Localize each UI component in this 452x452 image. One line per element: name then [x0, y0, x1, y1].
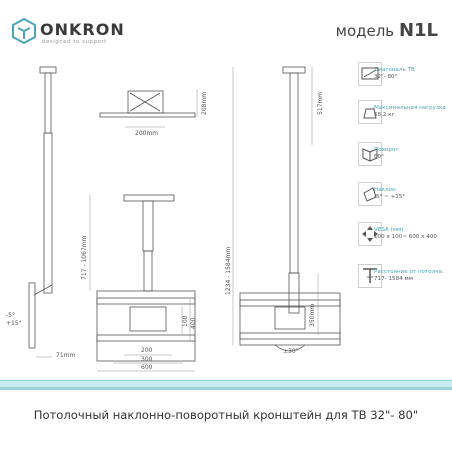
dim-top-depth: 208mm [201, 92, 208, 115]
product-caption: Потолочный наклонно-поворотный кронштейн… [33, 408, 419, 422]
dim-vesa-600: 600 [141, 364, 153, 371]
dim-tilt-minus: -5° [6, 312, 15, 319]
spec-title: Поворот [374, 147, 399, 153]
dim-side-350: 350mm [309, 304, 316, 327]
spec-title: Наклон [374, 187, 396, 193]
dim-drop-large: 1234 - 1584mm [225, 247, 232, 295]
dim-side-depth: 517mm [317, 92, 324, 115]
swivel-icon [358, 142, 382, 166]
technical-drawing: 200mm 208mm 517mm -5° +15° 717 - 1067mm … [6, 66, 341, 372]
spec-tilt: Наклон-5° ~ +15° [356, 182, 452, 222]
center-ceiling-plate [123, 194, 175, 202]
tv-diagonal-icon [358, 62, 382, 86]
left-ceiling-plate [39, 66, 57, 74]
spec-title: Расстояние от потолка, [374, 269, 444, 275]
tilt-icon [358, 182, 382, 206]
spec-value: -5° ~ +15° [374, 194, 406, 200]
dim-rotation: ±30° [283, 348, 299, 355]
brand-name: ONKRON [40, 20, 125, 39]
spec-value: 60° [374, 154, 384, 160]
brand-logo: ONKRON designed to support [12, 18, 152, 50]
brand-tagline: designed to support [42, 39, 107, 45]
footer-band-light [0, 381, 452, 387]
dim-vesa-300: 300 [141, 356, 153, 363]
spec-title: Диагональ ТВ [374, 67, 415, 73]
dim-top-width: 200mm [135, 130, 158, 137]
dim-vesa-400: 400 [190, 317, 197, 329]
brand-logo-icon [12, 18, 36, 44]
dim-bottom-gap: 71mm [56, 352, 75, 359]
right-wall-plate [239, 292, 341, 346]
spec-value: 68,2 кг [374, 112, 395, 118]
spec-ceiling-distance: Расстояние от потолка,717- 1584 мм [356, 264, 452, 304]
spec-value: 32"- 80" [374, 74, 398, 80]
spec-vesa: VESA (мм)100 x 100~ 600 x 400 [356, 222, 452, 262]
model-number: N1L [398, 20, 438, 41]
center-wall-plate [96, 290, 196, 362]
left-pole-lower [43, 132, 53, 294]
spec-value: 100 x 100~ 600 x 400 [374, 234, 437, 240]
left-tv-profile [28, 282, 36, 349]
dim-drop: 717 - 1067mm [81, 235, 88, 280]
spec-title: VESA (мм) [374, 227, 404, 233]
spec-value: 717- 1584 мм [374, 276, 413, 282]
spec-title: Максимальная нагрузка [374, 105, 446, 111]
model-label: модель N1L [336, 20, 438, 41]
right-ceiling-plate [282, 66, 306, 74]
dim-tilt-plus: +15° [6, 320, 22, 327]
vesa-icon [358, 222, 382, 246]
left-pole-upper [44, 72, 52, 134]
dim-vesa-200: 200 [141, 347, 153, 354]
ceiling-distance-icon [358, 264, 382, 288]
dim-vesa-100: 100 [182, 315, 189, 327]
load-weight-icon [358, 100, 382, 124]
model-prefix: модель [335, 22, 395, 40]
